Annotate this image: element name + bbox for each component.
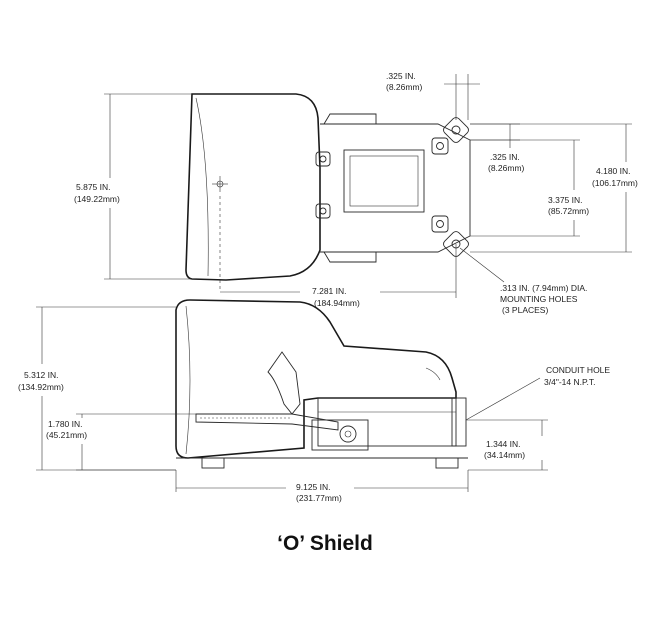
- shield-top-inner-curve: [195, 97, 209, 277]
- dim-top-width: .325 IN.: [386, 71, 416, 81]
- dim-pedal-height: 1.780 IN.: [48, 419, 83, 429]
- pivot-block: [311, 419, 369, 451]
- hinge-screw-icon: [315, 151, 331, 219]
- dim-hole-offset: .325 IN.: [490, 152, 520, 162]
- note-holes-line2: MOUNTING HOLES: [500, 294, 578, 304]
- center-mark-icon: [212, 176, 228, 290]
- hinge-bottom: [323, 251, 377, 263]
- dim-side-height: 5.312 IN.: [24, 370, 59, 380]
- shield-top-outline: [185, 93, 321, 281]
- shield-side-curve: [185, 305, 191, 455]
- side-view: 5.312 IN. (134.92mm) 1.780 IN. (45.21mm)…: [18, 299, 610, 503]
- dim-top-width-mm: (8.26mm): [386, 82, 423, 92]
- top-view: .325 IN. (8.26mm) 5.875 IN. (149.22mm) .…: [74, 71, 638, 315]
- foot-right: [435, 457, 459, 469]
- base-housing: [317, 397, 457, 447]
- treadle: [195, 413, 339, 431]
- conduit-boss: [451, 397, 467, 447]
- dim-hole-offset-mm: (8.26mm): [488, 163, 525, 173]
- dim-length-to-holes: 7.281 IN.: [312, 286, 347, 296]
- foot-left: [201, 457, 225, 469]
- dim-conduit-height-mm: (34.14mm): [484, 450, 525, 460]
- dim-conduit-height: 1.344 IN.: [486, 439, 521, 449]
- pivot-icon: [339, 425, 357, 443]
- note-holes-line3: (3 PLACES): [502, 305, 548, 315]
- label-plate-inner: [349, 155, 419, 207]
- note-conduit-line2: 3/4"-14 N.P.T.: [544, 377, 596, 387]
- shield-side-outline: [175, 299, 457, 459]
- base-plate-top: [320, 123, 471, 253]
- mounting-hole-icon: [431, 117, 469, 257]
- hinge-top: [323, 113, 377, 125]
- figure-caption: ‘O’ Shield: [277, 532, 373, 555]
- dim-mount-span-inner-mm: (85.72mm): [548, 206, 589, 216]
- dim-mount-span-outer-mm: (106.17mm): [592, 178, 638, 188]
- dim-overall-length: 9.125 IN.: [296, 482, 331, 492]
- latch-lever: [267, 351, 301, 415]
- note-holes-line1: .313 IN. (7.94mm) DIA.: [500, 283, 587, 293]
- dim-length-to-holes-mm: (184.94mm): [314, 298, 360, 308]
- shield-logo-mark: [425, 367, 441, 381]
- dim-overall-height-top-mm: (149.22mm): [74, 194, 120, 204]
- label-plate: [343, 149, 425, 213]
- dim-mount-span-inner: 3.375 IN.: [548, 195, 583, 205]
- dim-pedal-height-mm: (45.21mm): [46, 430, 87, 440]
- note-conduit-line1: CONDUIT HOLE: [546, 365, 610, 375]
- dim-overall-length-mm: (231.77mm): [296, 493, 342, 503]
- dim-side-height-mm: (134.92mm): [18, 382, 64, 392]
- dim-mount-span-outer: 4.180 IN.: [596, 166, 631, 176]
- dim-overall-height-top: 5.875 IN.: [76, 182, 111, 192]
